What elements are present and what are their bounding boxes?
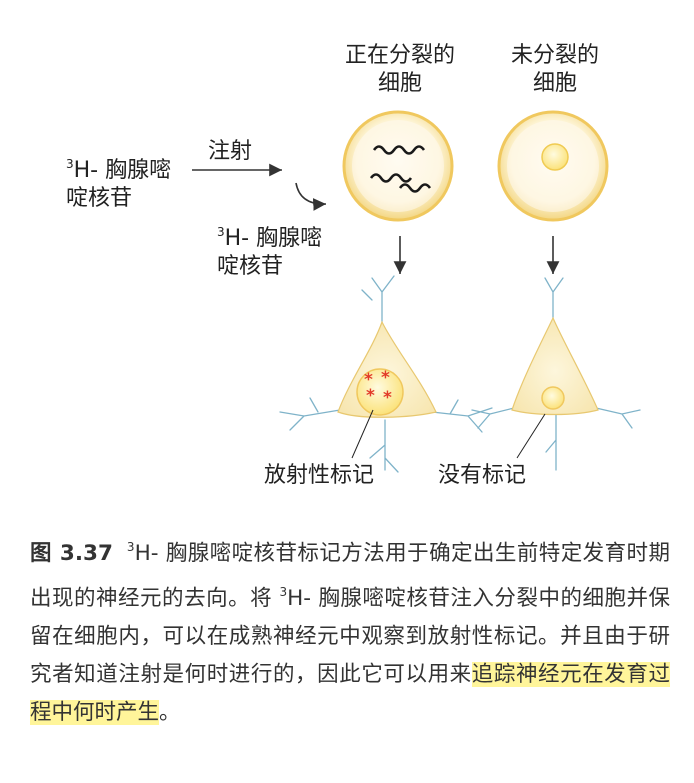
caption-text-1: H- 胸腺嘧啶核苷标记方法用于确定出生前特定发育时期出现的神经元的去向。将: [30, 541, 670, 611]
radioactive-markers: * * * *: [364, 368, 392, 408]
diagram: * * * * 正在分裂的 细胞 未分裂的 细胞 3H: [66, 42, 641, 488]
nondividing-cell-label: 未分裂的 细胞: [495, 42, 615, 98]
tracer-mid-line2: 啶核苷: [217, 254, 284, 279]
tracer-left-sup: 3: [66, 157, 74, 171]
curved-arrow: [295, 182, 327, 211]
svg-text:*: *: [366, 386, 375, 406]
inject-label: 注射: [208, 139, 253, 164]
pointer-line: [516, 413, 546, 459]
chromosomes: [369, 145, 432, 193]
svg-text:*: *: [381, 368, 390, 388]
dividing-cell: [342, 110, 454, 222]
pointer-line: [351, 409, 374, 459]
nondividing-cell-label-line1: 未分裂的: [510, 43, 599, 68]
caption-end: 。: [159, 700, 181, 725]
caption-sup-2: 3: [279, 585, 288, 599]
dividing-cell-label-line1: 正在分裂的: [344, 43, 455, 68]
figure-caption: 图 3.37 3H- 胸腺嘧啶核苷标记方法用于确定出生前特定发育时期出现的神经元的…: [30, 528, 670, 732]
nucleus: [541, 143, 569, 171]
svg-text:*: *: [364, 370, 373, 390]
caption-sup: 3: [126, 540, 135, 554]
tracer-mid-sup: 3: [217, 225, 225, 239]
neuron-labeled: * * * *: [279, 275, 493, 473]
no-label: 没有标记: [438, 463, 527, 488]
diagram-drawing: * * * *: [192, 110, 641, 473]
tracer-label-left: 3H- 胸腺嘧 啶核苷: [66, 150, 171, 213]
nondividing-cell-label-line2: 细胞: [532, 71, 577, 96]
neuron-unlabeled: [471, 277, 641, 471]
tracer-mid-line1: H- 胸腺嘧: [224, 226, 323, 251]
caption-text-2: H- 胸腺嘧啶核苷注入分裂中的细胞并保留在细胞内，可以在成熟神经元中观察到放射性…: [30, 586, 670, 687]
nondividing-cell: [497, 110, 609, 222]
tracer-label-mid: 3H- 胸腺嘧 啶核苷: [217, 218, 322, 281]
figure-number: 图 3.37: [30, 541, 113, 566]
tracer-left-line2: 啶核苷: [66, 186, 133, 211]
tracer-left-line1: H- 胸腺嘧: [73, 158, 172, 183]
dividing-cell-label: 正在分裂的 细胞: [335, 42, 465, 98]
radioactive-label: 放射性标记: [264, 463, 375, 488]
svg-text:*: *: [383, 388, 392, 408]
dividing-cell-label-line2: 细胞: [377, 71, 422, 96]
